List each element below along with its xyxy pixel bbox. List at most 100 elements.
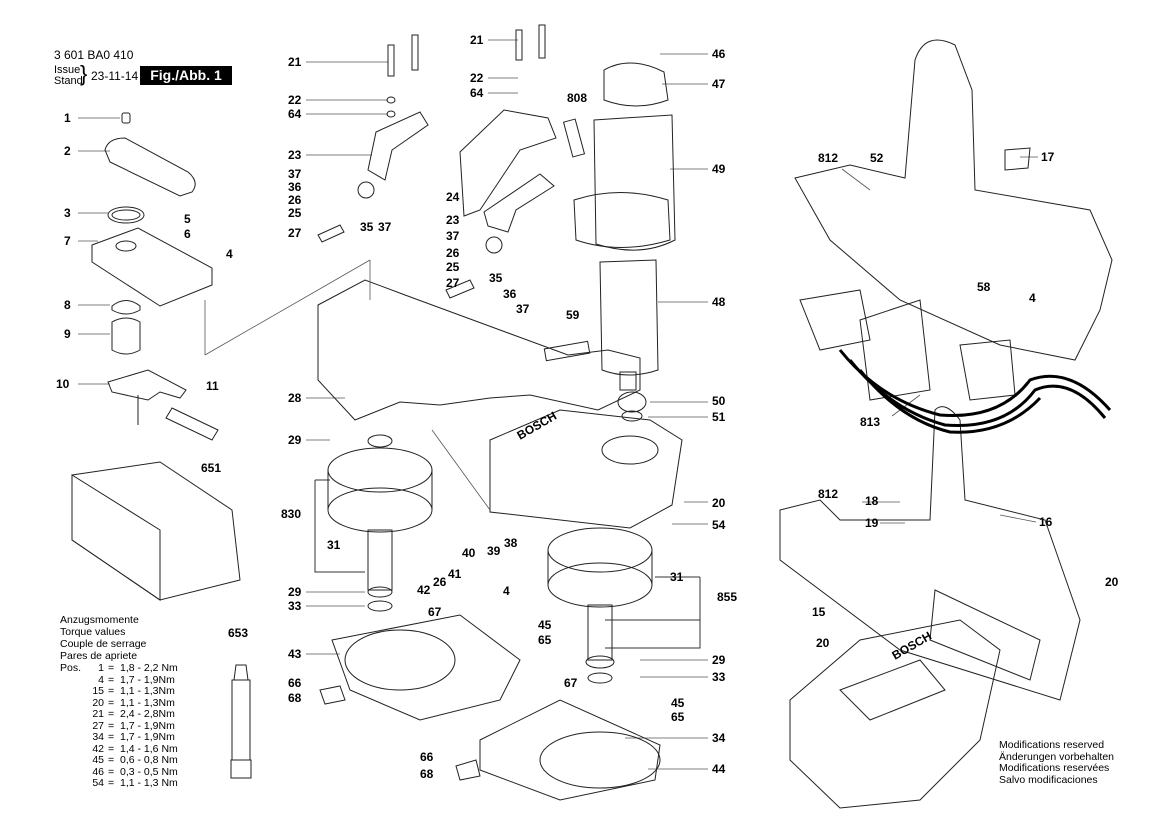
torque-pos: 21 bbox=[92, 708, 104, 720]
callout: 16 bbox=[1039, 515, 1053, 529]
connector-lines bbox=[204, 259, 491, 511]
callout: 28 bbox=[288, 391, 302, 405]
torque-eq: = bbox=[108, 742, 115, 755]
torque-pos: 15 bbox=[92, 685, 104, 697]
torque-eq: = bbox=[108, 765, 115, 778]
charger bbox=[789, 619, 1001, 809]
part-number: 3 601 BA0 410 bbox=[54, 48, 134, 62]
callout: 651 bbox=[201, 461, 222, 475]
callout: 29 bbox=[712, 653, 726, 667]
callout: 26 bbox=[446, 246, 460, 260]
callout: 65 bbox=[538, 633, 552, 647]
torque-eq: = bbox=[108, 673, 115, 686]
callout: 23 bbox=[288, 148, 302, 162]
right-housing bbox=[779, 39, 1113, 701]
callout: 46 bbox=[712, 47, 726, 61]
callout: 808 bbox=[567, 91, 588, 105]
torque-value: 1,1 - 1,3 Nm bbox=[120, 777, 178, 789]
callout: 42 bbox=[417, 583, 431, 597]
modifications-de: Änderungen vorbehalten bbox=[999, 750, 1115, 763]
callout: 54 bbox=[712, 518, 726, 532]
callout: 4 bbox=[226, 247, 233, 261]
callout: 21 bbox=[470, 33, 484, 47]
callout: 812 bbox=[818, 487, 839, 501]
torque-eq: = bbox=[108, 777, 115, 789]
left-column-parts bbox=[71, 112, 241, 601]
torque-title-es: Pares de apriete bbox=[60, 650, 138, 662]
callout: 29 bbox=[288, 585, 302, 599]
torque-eq: = bbox=[108, 662, 115, 674]
main-housing bbox=[317, 279, 683, 529]
callout: 45 bbox=[538, 618, 552, 632]
callout: 47 bbox=[712, 77, 726, 91]
callout: 51 bbox=[712, 410, 726, 424]
callout: 27 bbox=[288, 226, 302, 240]
callout: 19 bbox=[865, 516, 879, 530]
callout: 67 bbox=[428, 605, 442, 619]
callout: 50 bbox=[712, 394, 726, 408]
callout: 41 bbox=[448, 567, 462, 581]
callout: 22 bbox=[470, 71, 484, 85]
torque-title-fr: Couple de serrage bbox=[60, 638, 147, 650]
callout: 49 bbox=[712, 162, 726, 176]
callout: 33 bbox=[288, 599, 302, 613]
callout: 653 bbox=[228, 626, 249, 640]
torque-eq: = bbox=[108, 708, 115, 720]
callout: 58 bbox=[977, 280, 991, 294]
callout: 6 bbox=[184, 227, 191, 241]
callout: 33 bbox=[712, 670, 726, 684]
torque-pos: 46 bbox=[92, 765, 104, 778]
callout: 26 bbox=[433, 575, 447, 589]
callout: 68 bbox=[420, 767, 434, 781]
callout: 39 bbox=[487, 544, 501, 558]
callout: 43 bbox=[288, 647, 302, 661]
callout: 31 bbox=[327, 538, 341, 552]
callout: 40 bbox=[462, 546, 476, 560]
callout: 23 bbox=[446, 213, 460, 227]
callout: 38 bbox=[504, 536, 518, 550]
callout: 4 bbox=[1029, 291, 1036, 305]
callout: 5 bbox=[184, 212, 191, 226]
callout: 4 bbox=[503, 584, 510, 598]
callout: 10 bbox=[56, 377, 70, 391]
modifications-en: Modifications reserved bbox=[999, 739, 1105, 751]
callout: 17 bbox=[1041, 150, 1055, 164]
wheel-covers bbox=[319, 614, 661, 801]
callout: 8 bbox=[64, 298, 71, 312]
callout: 11 bbox=[206, 379, 219, 393]
callout: 64 bbox=[288, 107, 302, 121]
torque-eq: = bbox=[108, 719, 115, 732]
brace: } bbox=[80, 61, 88, 86]
callout: 48 bbox=[712, 295, 726, 309]
callout: 1 bbox=[64, 111, 71, 125]
callout: 26 bbox=[288, 193, 302, 207]
callout: 25 bbox=[288, 206, 302, 220]
modifications-es: Salvo modificaciones bbox=[999, 773, 1098, 786]
callout: 15 bbox=[812, 605, 826, 619]
torque-value: 1,1 - 1,3Nm bbox=[120, 685, 175, 697]
leader-lines bbox=[78, 39, 1038, 770]
callout: 66 bbox=[288, 676, 302, 690]
torque-pos: 20 bbox=[92, 696, 104, 709]
callout: 20 bbox=[816, 636, 830, 650]
callout: 2 bbox=[64, 144, 71, 158]
torque-eq: = bbox=[108, 696, 115, 709]
torque-pos: 42 bbox=[92, 742, 104, 755]
electronics bbox=[799, 289, 1016, 401]
torque-value: 1,7 - 1,9Nm bbox=[120, 673, 175, 686]
callout: 18 bbox=[865, 494, 879, 508]
torque-pos: 27 bbox=[92, 719, 104, 732]
callout: 31 bbox=[670, 570, 684, 584]
stand-label: Stand bbox=[54, 75, 83, 87]
callout: 66 bbox=[420, 750, 434, 764]
callout: 3 bbox=[64, 206, 71, 220]
callout: 37 bbox=[288, 167, 302, 181]
torque-pos: 4 bbox=[98, 673, 104, 686]
torque-title-de: Anzugsmomente bbox=[60, 614, 139, 626]
callout: 37 bbox=[516, 302, 530, 316]
callout: 7 bbox=[64, 234, 71, 248]
torque-value: 1,7 - 1,9Nm bbox=[120, 719, 175, 732]
torque-value: 1,4 - 1,6 Nm bbox=[120, 742, 178, 755]
motor bbox=[543, 62, 676, 422]
